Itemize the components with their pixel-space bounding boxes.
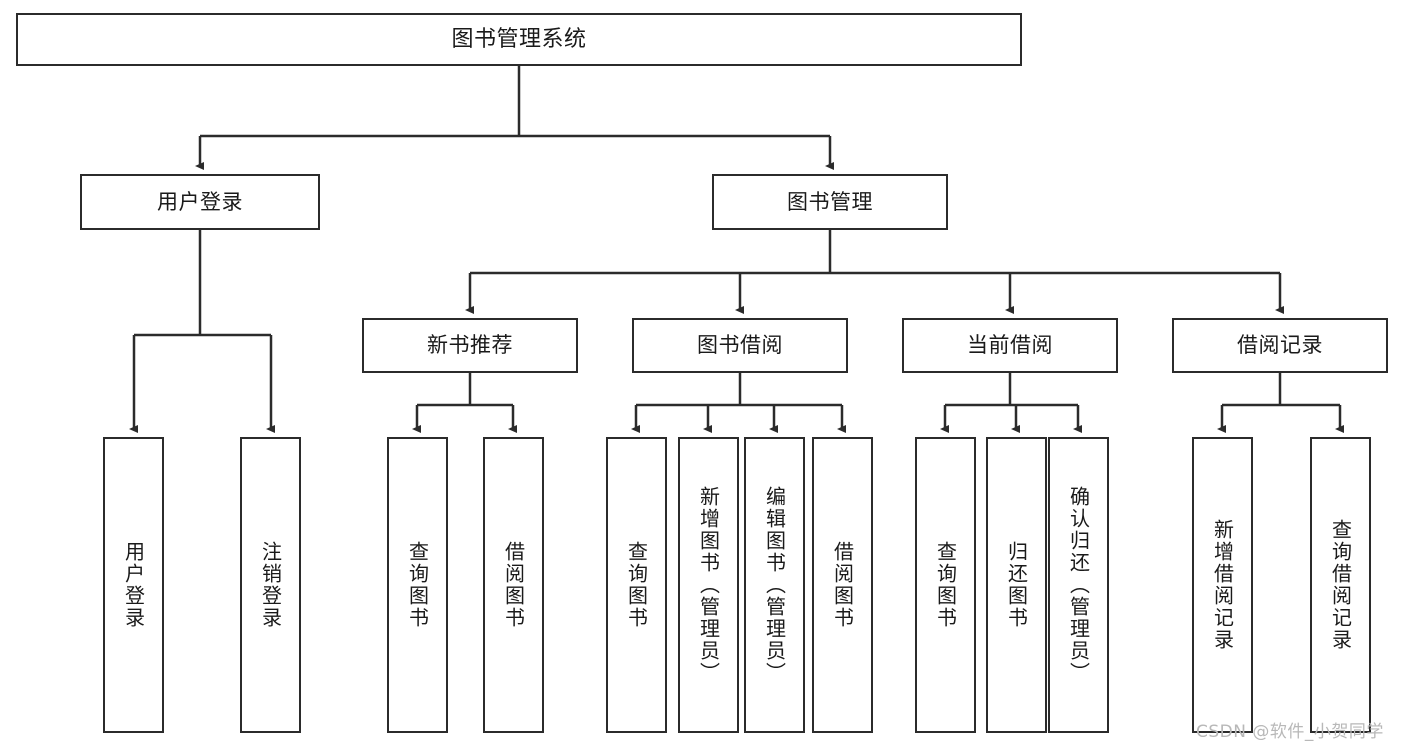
node-leaf-add-record[interactable]: 新增借阅记录 [1192, 437, 1253, 733]
node-leaf-borrow-book-2[interactable]: 借阅图书 [812, 437, 873, 733]
node-user-login-label: 用户登录 [157, 189, 243, 214]
node-book-borrow[interactable]: 图书借阅 [632, 318, 848, 373]
node-leaf-return-book[interactable]: 归还图书 [986, 437, 1047, 733]
node-new-book-recommend-label: 新书推荐 [427, 333, 513, 358]
node-root-label: 图书管理系统 [451, 26, 587, 52]
node-leaf-edit-book-label: 编辑图书（管理员） [762, 486, 787, 684]
node-user-login[interactable]: 用户登录 [80, 174, 320, 230]
node-leaf-confirm-return-label: 确认归还（管理员） [1066, 486, 1091, 684]
node-leaf-edit-book[interactable]: 编辑图书（管理员） [744, 437, 805, 733]
node-borrow-record-label: 借阅记录 [1237, 333, 1323, 358]
node-leaf-return-book-label: 归还图书 [1004, 541, 1029, 629]
csdn-watermark: CSDN @软件_小贺同学 [1196, 722, 1384, 742]
node-leaf-borrow-book-1-label: 借阅图书 [501, 541, 526, 629]
node-root[interactable]: 图书管理系统 [16, 13, 1022, 66]
node-leaf-query-record[interactable]: 查询借阅记录 [1310, 437, 1371, 733]
node-leaf-query-book-1-label: 查询图书 [405, 541, 430, 629]
node-leaf-query-book-2-label: 查询图书 [624, 541, 649, 629]
node-book-management-label: 图书管理 [787, 189, 873, 214]
node-book-borrow-label: 图书借阅 [697, 333, 783, 358]
node-leaf-user-logout-label: 注销登录 [258, 541, 283, 629]
node-leaf-borrow-book-2-label: 借阅图书 [830, 541, 855, 629]
node-leaf-query-book-1[interactable]: 查询图书 [387, 437, 448, 733]
node-borrow-record[interactable]: 借阅记录 [1172, 318, 1388, 373]
node-current-borrow[interactable]: 当前借阅 [902, 318, 1118, 373]
node-leaf-add-book[interactable]: 新增图书（管理员） [678, 437, 739, 733]
node-leaf-query-book-2[interactable]: 查询图书 [606, 437, 667, 733]
node-leaf-borrow-book-1[interactable]: 借阅图书 [483, 437, 544, 733]
node-leaf-query-book-3[interactable]: 查询图书 [915, 437, 976, 733]
node-leaf-user-login[interactable]: 用户登录 [103, 437, 164, 733]
node-leaf-query-record-label: 查询借阅记录 [1328, 519, 1353, 651]
node-leaf-add-book-label: 新增图书（管理员） [696, 486, 721, 684]
node-leaf-user-login-label: 用户登录 [121, 541, 146, 629]
node-leaf-query-book-3-label: 查询图书 [933, 541, 958, 629]
node-leaf-add-record-label: 新增借阅记录 [1210, 519, 1235, 651]
node-book-management[interactable]: 图书管理 [712, 174, 948, 230]
node-leaf-confirm-return[interactable]: 确认归还（管理员） [1048, 437, 1109, 733]
node-leaf-user-logout[interactable]: 注销登录 [240, 437, 301, 733]
node-new-book-recommend[interactable]: 新书推荐 [362, 318, 578, 373]
node-current-borrow-label: 当前借阅 [967, 333, 1053, 358]
